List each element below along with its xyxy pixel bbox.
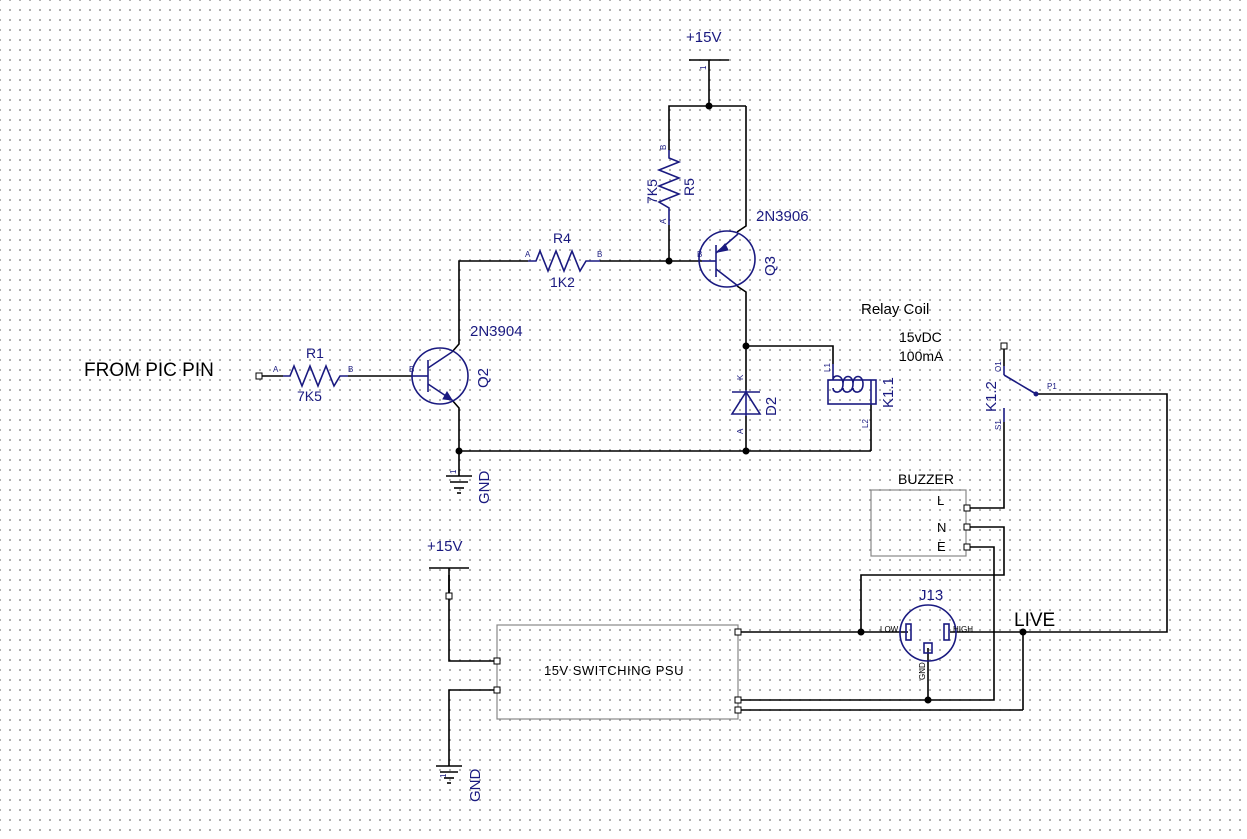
wire-q2-collector-r4	[451, 260, 528, 353]
resistor-r4: R4 1K2 A B	[525, 230, 602, 290]
transistor-q3: 2N3906 Q3 B	[697, 208, 809, 288]
psu-block: 15V SWITCHING PSU	[493, 624, 742, 720]
junction-vcc	[705, 102, 713, 110]
junction-q3-collector	[742, 342, 750, 350]
k12-pin-s1: S1	[994, 420, 1003, 430]
wire-r5-vcc	[668, 105, 746, 150]
r4-pin-a: A	[525, 250, 531, 259]
ground-symbol-psu: GND 1	[436, 765, 484, 803]
d2-name: D2	[763, 397, 780, 416]
wire-to-coil-l1	[746, 345, 834, 364]
buzzer-pin-e: E	[937, 539, 946, 554]
junction-q3-base	[665, 257, 673, 265]
q3-name: Q3	[762, 256, 779, 276]
pic-pin-terminal	[255, 372, 263, 380]
junction-neutral	[857, 628, 865, 636]
junction-live	[1019, 628, 1027, 636]
j13-name: J13	[919, 587, 943, 604]
live-label: LIVE	[1014, 610, 1055, 631]
q2-pin-b: B	[409, 365, 414, 374]
k12-name: K1.2	[983, 381, 1000, 412]
r1-value: 7K5	[297, 388, 322, 404]
gnd-q2-label: GND	[476, 471, 493, 505]
j13-low: LOW	[880, 625, 899, 634]
transistor-q2: 2N3904 Q2 B	[409, 323, 523, 405]
r4-name: R4	[553, 230, 571, 246]
r5-pin-b: B	[659, 145, 668, 150]
k12-pin-o1: O1	[994, 361, 1003, 372]
r1-name: R1	[306, 345, 324, 361]
d2-pin-a: A	[736, 428, 745, 434]
diode-d2: D2 K A	[730, 374, 780, 434]
socket-j13: J13 LOW HIGH GND	[880, 587, 973, 680]
junctions	[455, 102, 1027, 704]
relay-switch-k12: K1.2 O1 P1 S1	[983, 342, 1057, 430]
k11-pin-l2: L2	[861, 419, 870, 428]
r1-pin-a: A	[273, 365, 279, 374]
wire-buzzer-e	[739, 546, 995, 701]
k11-pin-l1: L1	[823, 363, 832, 372]
junction-d2-gnd	[742, 447, 750, 455]
wire-vcc-psu	[448, 575, 497, 662]
vcc-symbol-top: +15V 1	[686, 29, 729, 70]
relay-coil-k11: K1.1 L1 L2	[823, 363, 897, 428]
wire-k12-p1-live	[1023, 393, 1168, 633]
gnd-psu-pin: 1	[439, 773, 448, 778]
r5-name: R5	[681, 178, 697, 196]
r4-pin-b: B	[597, 250, 602, 259]
wire-buzzer-n	[860, 526, 1005, 632]
junction-q2-gnd	[455, 447, 463, 455]
relay-current: 100mA	[899, 348, 944, 364]
j13-gnd: GND	[918, 662, 927, 680]
buzzer-label: BUZZER	[898, 471, 954, 487]
buzzer-pin-l: L	[937, 493, 944, 508]
r5-value: 7K5	[644, 179, 660, 204]
k11-name: K1.1	[880, 377, 897, 408]
r1-pin-b: B	[348, 365, 353, 374]
gnd-psu-label: GND	[467, 769, 484, 803]
k12-pin-p1: P1	[1047, 382, 1057, 391]
vcc-symbol-psu: +15V	[427, 538, 469, 600]
vcc-top-label: +15V	[686, 29, 721, 46]
from-pic-pin-label: FROM PIC PIN	[84, 360, 214, 381]
gnd-q2-pin: 1	[449, 469, 458, 474]
d2-pin-k: K	[736, 374, 745, 380]
resistor-r5: 7K5 R5 B A	[644, 145, 697, 225]
r4-value: 1K2	[550, 274, 575, 290]
q3-pin-b: B	[697, 250, 702, 259]
q2-type: 2N3904	[470, 323, 523, 340]
resistor-r1: R1 7K5 A B	[273, 345, 353, 404]
buzzer: BUZZER L N E	[870, 471, 971, 557]
junction-earth	[924, 696, 932, 704]
buzzer-pin-n: N	[937, 520, 946, 535]
relay-voltage: 15vDC	[899, 329, 942, 345]
q3-type: 2N3906	[756, 208, 809, 225]
wire-q2-emitter-gnd	[451, 399, 460, 476]
wire-q3-emitter	[736, 106, 747, 233]
wire-q3-collector	[736, 285, 747, 390]
vcc-top-pin: 1	[699, 65, 708, 70]
r5-pin-a: A	[659, 218, 668, 224]
q2-name: Q2	[475, 368, 492, 388]
relay-coil-label: Relay Coil	[861, 301, 929, 318]
psu-label: 15V SWITCHING PSU	[544, 663, 684, 678]
vcc-psu-label: +15V	[427, 538, 462, 555]
wires	[262, 60, 1168, 766]
j13-high: HIGH	[953, 625, 973, 634]
wire-k12-s1-buzzer-l	[970, 422, 1005, 509]
ground-symbol-q2: GND 1	[446, 469, 493, 504]
wire-psu-gnd	[448, 689, 497, 766]
